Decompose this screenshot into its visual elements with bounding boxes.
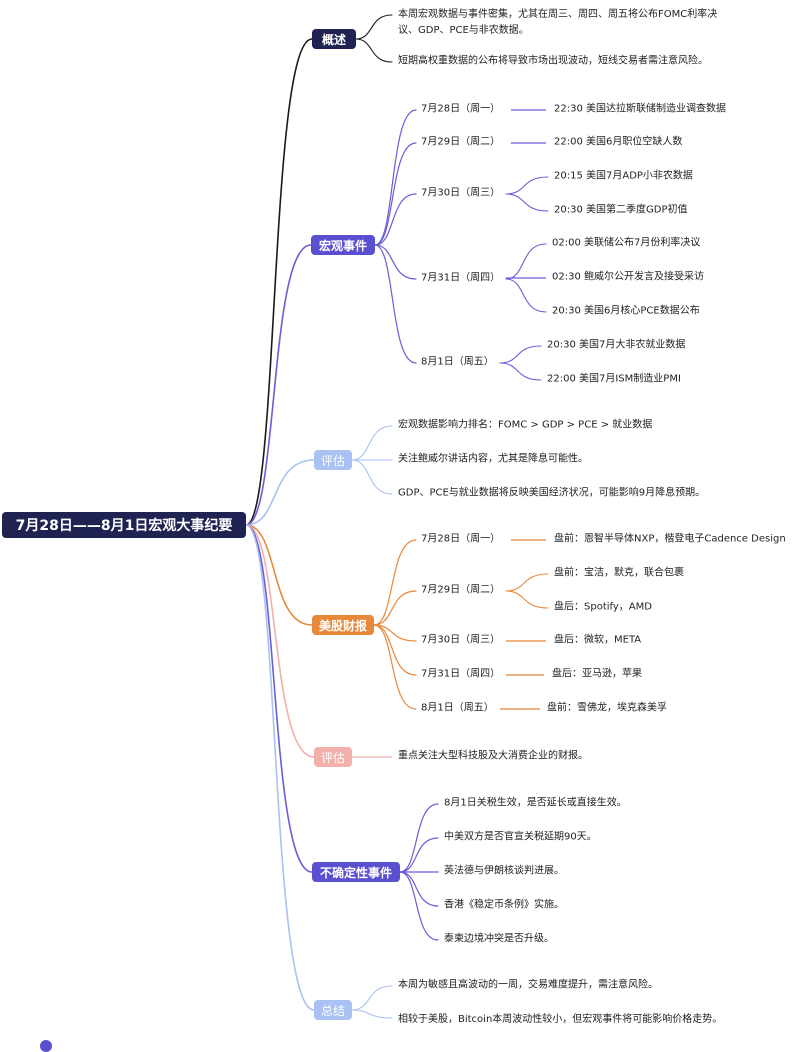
macro-event: 22:00 美国7月ISM制造业PMI bbox=[547, 373, 681, 385]
category-uncertain-events[interactable]: 不确定性事件 bbox=[312, 862, 400, 882]
macro-event: 20:30 美国7月大非农就业数据 bbox=[547, 339, 686, 351]
macro-day-label: 7月31日（周四） bbox=[421, 272, 501, 284]
root-link-macro bbox=[245, 244, 312, 526]
macro-event-link bbox=[505, 193, 549, 212]
uncertain-item: 英法德与伊朗核谈判进展。 bbox=[444, 865, 564, 877]
root-link-uncertain bbox=[245, 524, 313, 873]
root-link-summary bbox=[245, 524, 315, 1011]
root-link-earnings bbox=[245, 524, 313, 626]
earnings-day-label: 7月29日（周二） bbox=[421, 584, 501, 596]
category-us-earnings[interactable]: 美股财报 bbox=[312, 615, 374, 635]
macro-event: 22:00 美国6月职位空缺人数 bbox=[554, 136, 683, 148]
earnings-event: 盘前：恩智半导体NXP，楷登电子Cadence Design bbox=[554, 533, 786, 545]
category-summary[interactable]: 总结 bbox=[314, 1000, 352, 1020]
evaluation-item: 重点关注大型科技股及大消费企业的财报。 bbox=[398, 750, 588, 762]
overview-link bbox=[355, 38, 393, 63]
macro-event: 20:30 美国第二季度GDP初值 bbox=[554, 204, 688, 216]
uncertain-link bbox=[399, 803, 439, 873]
category-evaluation[interactable]: 评估 bbox=[314, 450, 352, 470]
macro-day-label: 7月30日（周三） bbox=[421, 187, 501, 199]
overview-item-1: 本周宏观数据与事件密集，尤其在周三、周四、周五将公布FOMC利率决议、GDP、P… bbox=[398, 9, 718, 36]
summary-link bbox=[351, 985, 393, 1011]
uncertain-link bbox=[399, 837, 439, 873]
macro-event: 02:30 鲍威尔公开发言及接受采访 bbox=[552, 271, 704, 283]
uncertain-item: 8月1日关税生效，是否延长或直接生效。 bbox=[444, 797, 627, 809]
macro-day-link bbox=[374, 193, 417, 246]
root-link-eval2 bbox=[245, 524, 315, 758]
evaluation-item: 宏观数据影响力排名：FOMC > GDP > PCE > 就业数据 bbox=[398, 419, 653, 431]
evaluation-item: 关注鲍威尔讲话内容，尤其是降息可能性。 bbox=[398, 453, 588, 465]
earnings-event: 盘前：宝洁，默克，联合包裹 bbox=[554, 567, 684, 579]
earnings-event: 盘后：微软，META bbox=[554, 634, 642, 646]
macro-day-label: 7月28日（周一） bbox=[421, 103, 501, 115]
earnings-event: 盘后：亚马逊，苹果 bbox=[552, 668, 642, 680]
uncertain-link bbox=[399, 871, 439, 941]
macro-event-link bbox=[505, 176, 549, 195]
earnings-event-link bbox=[505, 573, 549, 592]
macro-event-link bbox=[499, 345, 542, 364]
macro-event: 02:00 美联储公布7月份利率决议 bbox=[552, 237, 701, 249]
earnings-day-link bbox=[373, 590, 417, 626]
macro-event: 22:30 美国达拉斯联储制造业调查数据 bbox=[554, 103, 726, 115]
macro-event: 20:30 美国6月核心PCE数据公布 bbox=[552, 305, 700, 317]
earnings-day-link bbox=[373, 624, 417, 676]
earnings-event: 盘后：Spotify，AMD bbox=[554, 601, 652, 613]
footer-avatar-icon bbox=[40, 1040, 52, 1052]
uncertain-item: 香港《稳定币条例》实施。 bbox=[444, 899, 564, 911]
earnings-day-link bbox=[373, 624, 417, 710]
category-overview[interactable]: 概述 bbox=[312, 29, 356, 49]
category-macro-events[interactable]: 宏观事件 bbox=[311, 235, 375, 255]
root-link-overview bbox=[245, 38, 313, 526]
category-evaluation-2[interactable]: 评估 bbox=[314, 747, 352, 767]
root-title[interactable]: 7月28日——8月1日宏观大事纪要 bbox=[2, 512, 246, 538]
macro-day-label: 8月1日（周五） bbox=[421, 356, 494, 368]
macro-day-link bbox=[374, 244, 417, 280]
uncertain-item: 中美双方是否官宣关税延期90天。 bbox=[444, 831, 597, 843]
summary-item: 本周为敏感且高波动的一周，交易难度提升，需注意风险。 bbox=[398, 979, 658, 991]
evaluation-link bbox=[351, 459, 393, 495]
evaluation-item: GDP、PCE与就业数据将反映美国经济状况，可能影响9月降息预期。 bbox=[398, 487, 706, 499]
cropped-footer-fragment bbox=[0, 1040, 120, 1052]
macro-event: 20:15 美国7月ADP小非农数据 bbox=[554, 170, 693, 182]
macro-event-link bbox=[499, 362, 542, 381]
earnings-day-label: 7月28日（周一） bbox=[421, 533, 501, 545]
macro-day-link bbox=[374, 244, 417, 364]
earnings-day-label: 7月30日（周三） bbox=[421, 634, 501, 646]
earnings-day-label: 8月1日（周五） bbox=[421, 702, 494, 714]
macro-day-link bbox=[374, 142, 417, 246]
overview-link bbox=[355, 14, 393, 40]
earnings-day-label: 7月31日（周四） bbox=[421, 668, 501, 680]
macro-event-link bbox=[505, 243, 547, 280]
summary-item: 相较于美股，Bitcoin本周波动性较小，但宏观事件将可能影响价格走势。 bbox=[398, 1014, 723, 1025]
macro-day-link bbox=[374, 109, 417, 246]
overview-item-2: 短期高权重数据的公布将导致市场出现波动，短线交易者需注意风险。 bbox=[398, 55, 708, 67]
uncertain-link bbox=[399, 871, 439, 907]
evaluation-link bbox=[351, 425, 393, 461]
macro-event-link bbox=[505, 278, 547, 313]
summary-link bbox=[351, 1009, 393, 1019]
root-link-eval bbox=[245, 459, 315, 526]
earnings-day-link bbox=[373, 624, 417, 642]
earnings-event-link bbox=[505, 590, 549, 609]
earnings-day-link bbox=[373, 539, 417, 626]
macro-day-label: 7月29日（周二） bbox=[421, 136, 501, 148]
earnings-event: 盘前：雪佛龙，埃克森美孚 bbox=[547, 702, 667, 714]
uncertain-item: 泰柬边境冲突是否升级。 bbox=[444, 933, 554, 945]
